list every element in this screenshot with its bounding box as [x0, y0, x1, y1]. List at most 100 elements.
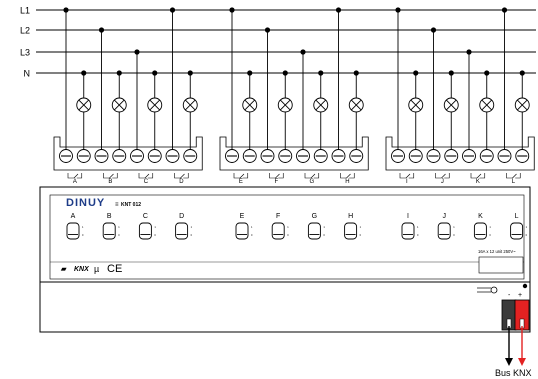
- button-status-label: 1: [118, 226, 120, 229]
- button-status-label: 0: [251, 234, 253, 237]
- channel-toggle-button[interactable]: [401, 222, 415, 240]
- channel-toggle-button[interactable]: [307, 222, 321, 240]
- button-status-label: 0: [417, 234, 419, 237]
- terminal-block: [385, 136, 535, 171]
- junction-dot-icon: [63, 7, 69, 13]
- supply-line-label: N: [24, 69, 31, 79]
- contact-bracket: [183, 173, 189, 179]
- channel-toggle-button[interactable]: [437, 222, 451, 240]
- channel-toggle-button[interactable]: [271, 222, 285, 240]
- screw-terminal-icon: [515, 149, 530, 163]
- device-rail-cover: [39, 281, 531, 333]
- lamp-icon: [242, 97, 258, 113]
- channel-toggle-button[interactable]: [510, 222, 524, 240]
- screw-terminal-icon: [225, 149, 239, 163]
- contact-blade: [239, 173, 245, 179]
- junction-dot-icon: [519, 70, 525, 76]
- junction-dot-icon: [169, 7, 176, 13]
- button-status-label: 1: [287, 226, 289, 229]
- button-status-label: 1: [453, 226, 455, 229]
- button-status-label: 0: [191, 234, 193, 237]
- button-status-label: 1: [323, 226, 325, 229]
- terminal-block: [219, 136, 369, 171]
- button-status-label: 0: [489, 234, 491, 237]
- bus-knx-label: Bus KNX: [495, 368, 532, 378]
- button-channel-label: I: [407, 213, 409, 220]
- contact-blade: [346, 173, 351, 179]
- junction-dot-icon: [81, 70, 87, 76]
- button-status-label: 1: [417, 226, 419, 229]
- button-channel-label: G: [312, 213, 317, 220]
- contact-bracket: [399, 173, 406, 179]
- screw-terminal-icon: [242, 149, 257, 163]
- junction-dot-icon: [430, 27, 437, 33]
- contact-bracket: [340, 173, 347, 179]
- button-channel-label: C: [143, 213, 148, 220]
- contact-bracket: [112, 173, 118, 179]
- button-status-label: 0: [287, 234, 289, 237]
- contact-blade: [275, 173, 280, 179]
- lamp-cross: [114, 99, 125, 111]
- lamp-cross: [446, 99, 457, 111]
- button-channel-label: H: [348, 213, 353, 220]
- button-channel-label: J: [442, 213, 446, 220]
- contact-bracket: [435, 173, 442, 179]
- junction-dot-icon: [395, 7, 401, 13]
- button-body: [175, 222, 189, 240]
- screw-terminal-icon: [130, 149, 144, 163]
- lamp-cross: [410, 99, 421, 111]
- button-body: [271, 222, 285, 240]
- channel-toggle-button[interactable]: [175, 222, 189, 240]
- button-channel-label: E: [240, 213, 245, 220]
- relay-contact-icon: [399, 173, 415, 179]
- channel-toggle-button[interactable]: [102, 222, 116, 240]
- screw-terminal-icon: [426, 149, 441, 163]
- contact-bracket: [103, 173, 110, 179]
- channel-toggle-button[interactable]: [344, 222, 358, 240]
- lamp-icon: [182, 97, 198, 113]
- lamp-cross: [481, 99, 492, 111]
- lamp-cross: [185, 99, 196, 111]
- button-channel-label: L: [515, 213, 519, 220]
- junction-dot-icon: [300, 49, 306, 55]
- junction-dot-icon: [116, 70, 122, 76]
- lamp-cross: [315, 99, 326, 111]
- relay-contact-icon: [470, 173, 486, 179]
- channel-label: J: [441, 179, 444, 185]
- screw-terminal-icon: [296, 149, 310, 163]
- lamp-icon: [479, 97, 495, 113]
- screw-terminal-icon: [112, 149, 127, 163]
- contact-bracket: [408, 173, 415, 179]
- lamp-icon: [277, 97, 293, 113]
- channel-toggle-button[interactable]: [473, 222, 487, 240]
- button-status-label: 1: [154, 226, 156, 229]
- button-body: [235, 222, 249, 240]
- lamp-icon: [76, 97, 92, 113]
- lamp-cross: [280, 99, 291, 111]
- button-status-label: 1: [360, 226, 362, 229]
- junction-dot-icon: [187, 70, 193, 76]
- lamp-icon: [313, 97, 329, 113]
- button-status-label: 0: [453, 234, 455, 237]
- button-status-label: 1: [82, 226, 84, 229]
- screw-terminal-icon: [444, 149, 459, 163]
- junction-dot-icon: [448, 70, 454, 76]
- channel-toggle-button[interactable]: [66, 222, 80, 240]
- channel-toggle-button[interactable]: [138, 222, 152, 240]
- junction-dot-icon: [413, 70, 419, 76]
- contact-bracket: [138, 173, 145, 179]
- lamp-icon: [514, 97, 530, 113]
- button-status-label: 1: [489, 226, 491, 229]
- bus-minus-label: -: [508, 292, 511, 299]
- knx-logo: KNX: [74, 266, 90, 273]
- programming-button[interactable]: [477, 286, 498, 294]
- rating-text: 16A x 12 unit 250V~: [478, 249, 516, 254]
- button-body: [401, 222, 415, 240]
- button-body: [66, 222, 80, 240]
- button-body: [510, 222, 524, 240]
- button-status-label: 1: [251, 226, 253, 229]
- channel-toggle-button[interactable]: [235, 222, 249, 240]
